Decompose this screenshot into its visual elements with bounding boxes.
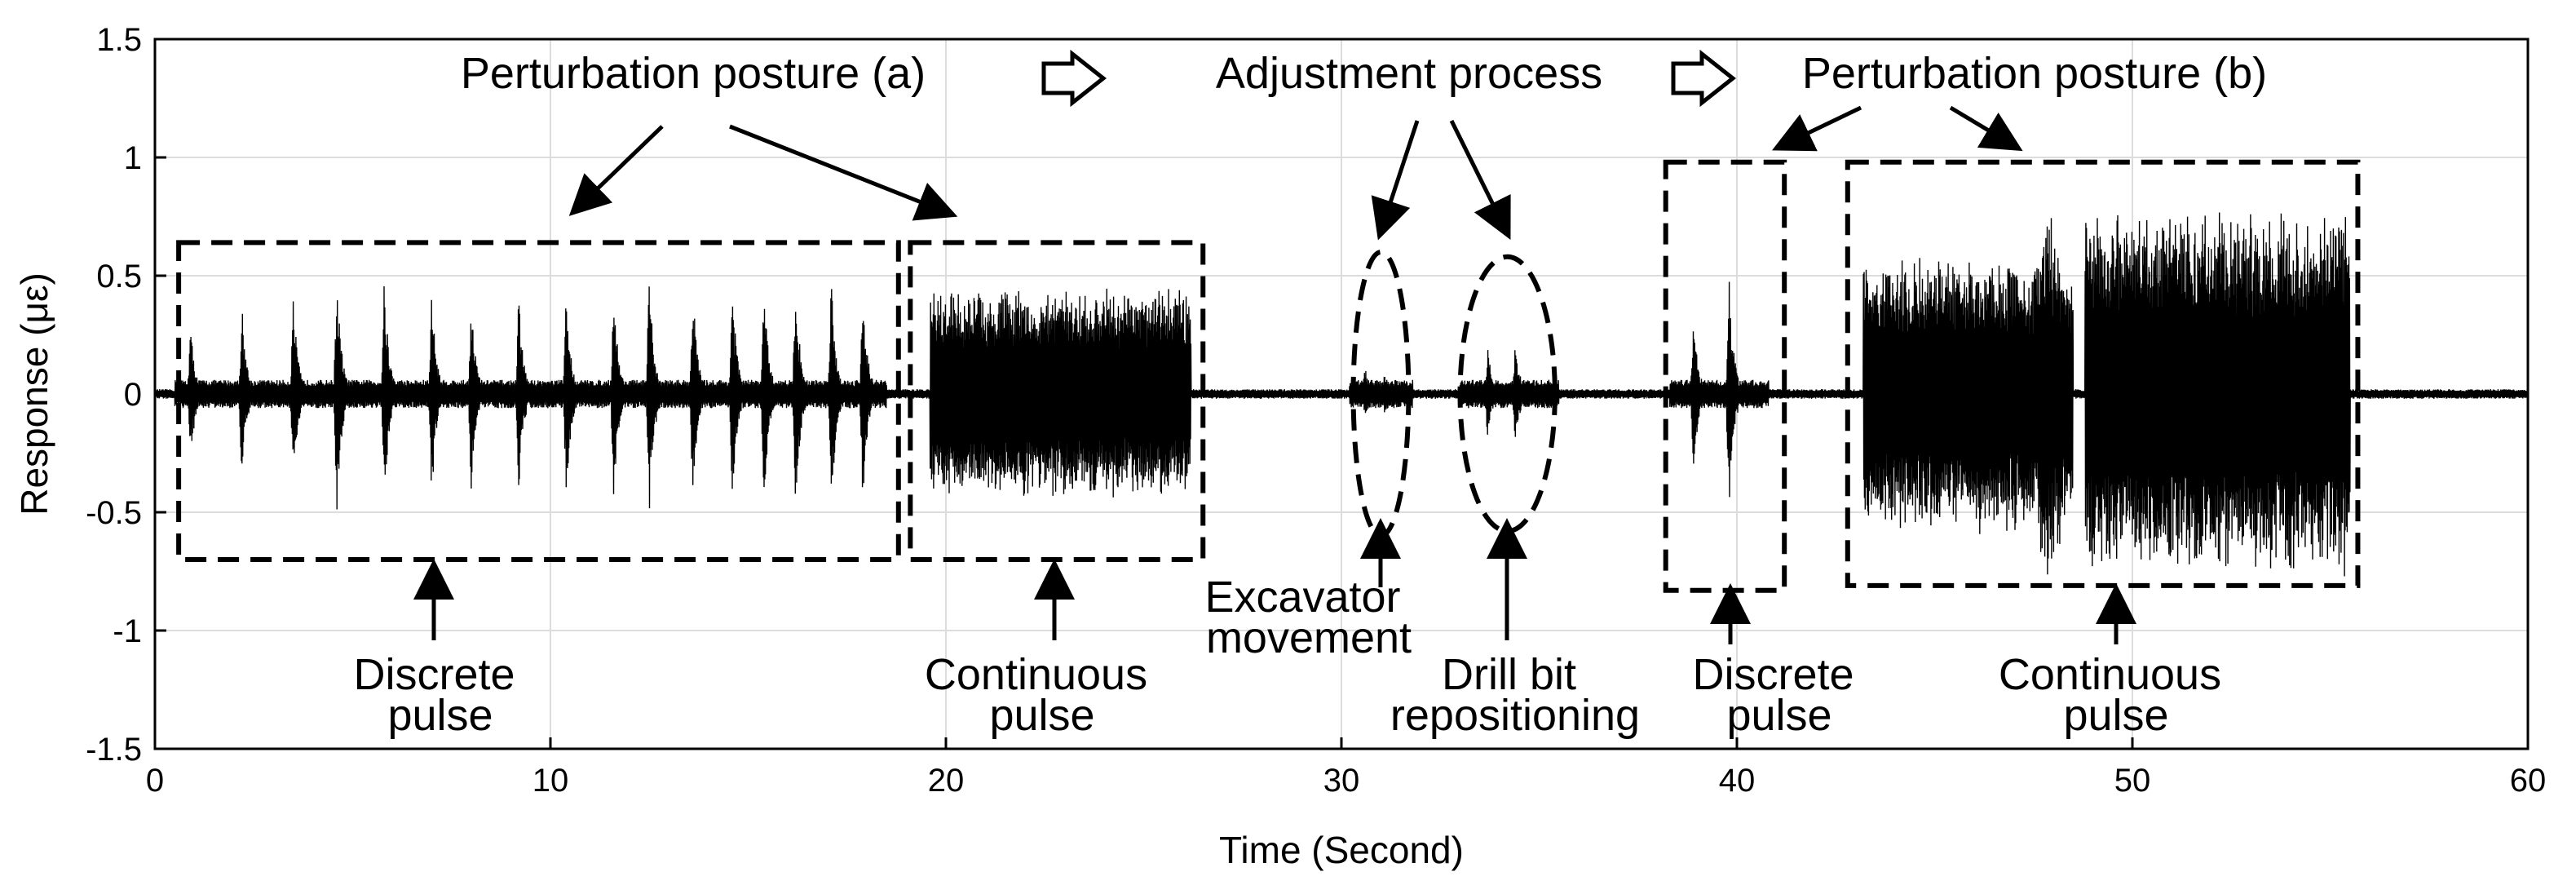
y-tick-label: -0.5 [86, 495, 142, 531]
y-axis-label: Response (με) [13, 272, 55, 516]
x-tick-label: 50 [2114, 763, 2151, 799]
annotation-perturbation-b: Perturbation posture (b) [1802, 49, 2267, 98]
response-signal-line [154, 212, 2529, 577]
annotation-drill: Drill bit repositioning [1390, 650, 1640, 740]
x-tick-label: 10 [532, 763, 569, 799]
y-tick-label: 1.5 [96, 22, 142, 58]
x-tick-label: 30 [1323, 763, 1360, 799]
annotation-adjustment: Adjustment process [1216, 49, 1602, 98]
x-tick-label: 20 [928, 763, 965, 799]
x-tick-label: 0 [146, 763, 164, 799]
y-tick-label: -1 [113, 613, 142, 649]
y-tick-label: 0 [124, 377, 142, 413]
arrow-to-ellipse-1 [1371, 120, 1420, 241]
hollow-arrow-icon [1041, 49, 1107, 108]
arrow-to-discrete-box-a [568, 125, 664, 216]
y-tick-label: -1.5 [86, 732, 142, 768]
x-tick-label: 40 [1719, 763, 1756, 799]
arrow-to-continuous-box-a [729, 124, 958, 221]
x-tick-label: 60 [2510, 763, 2547, 799]
arrow-to-ellipse-2 [1449, 119, 1511, 240]
annotation-discrete-1: Discrete pulse [353, 650, 527, 740]
annotation-discrete-2: Discrete pulse [1692, 650, 1866, 740]
annotation-continuous-1: Continuous pulse [925, 650, 1160, 740]
hollow-arrow-icon [1671, 49, 1737, 108]
x-axis-label: Time (Second) [1219, 829, 1464, 871]
arrow-to-continuous-box-b [1949, 105, 2023, 152]
annotation-excavator: Excavator movement [1204, 573, 1412, 662]
y-tick-label: 0.5 [96, 259, 142, 294]
annotation-perturbation-a: Perturbation posture (a) [461, 49, 926, 98]
y-tick-label: 1 [124, 140, 142, 176]
axis-ticks: 0 10 20 30 40 50 60 1.5 1 0.5 0 -0.5 -1 -1.5 [86, 22, 2546, 799]
dashed-ellipse [1457, 254, 1558, 534]
annotation-continuous-2: Continuous pulse [1999, 650, 2234, 740]
arrow-to-discrete-box-b [1771, 105, 1862, 152]
signal-trace [154, 212, 2529, 577]
dashed-box [176, 240, 901, 562]
